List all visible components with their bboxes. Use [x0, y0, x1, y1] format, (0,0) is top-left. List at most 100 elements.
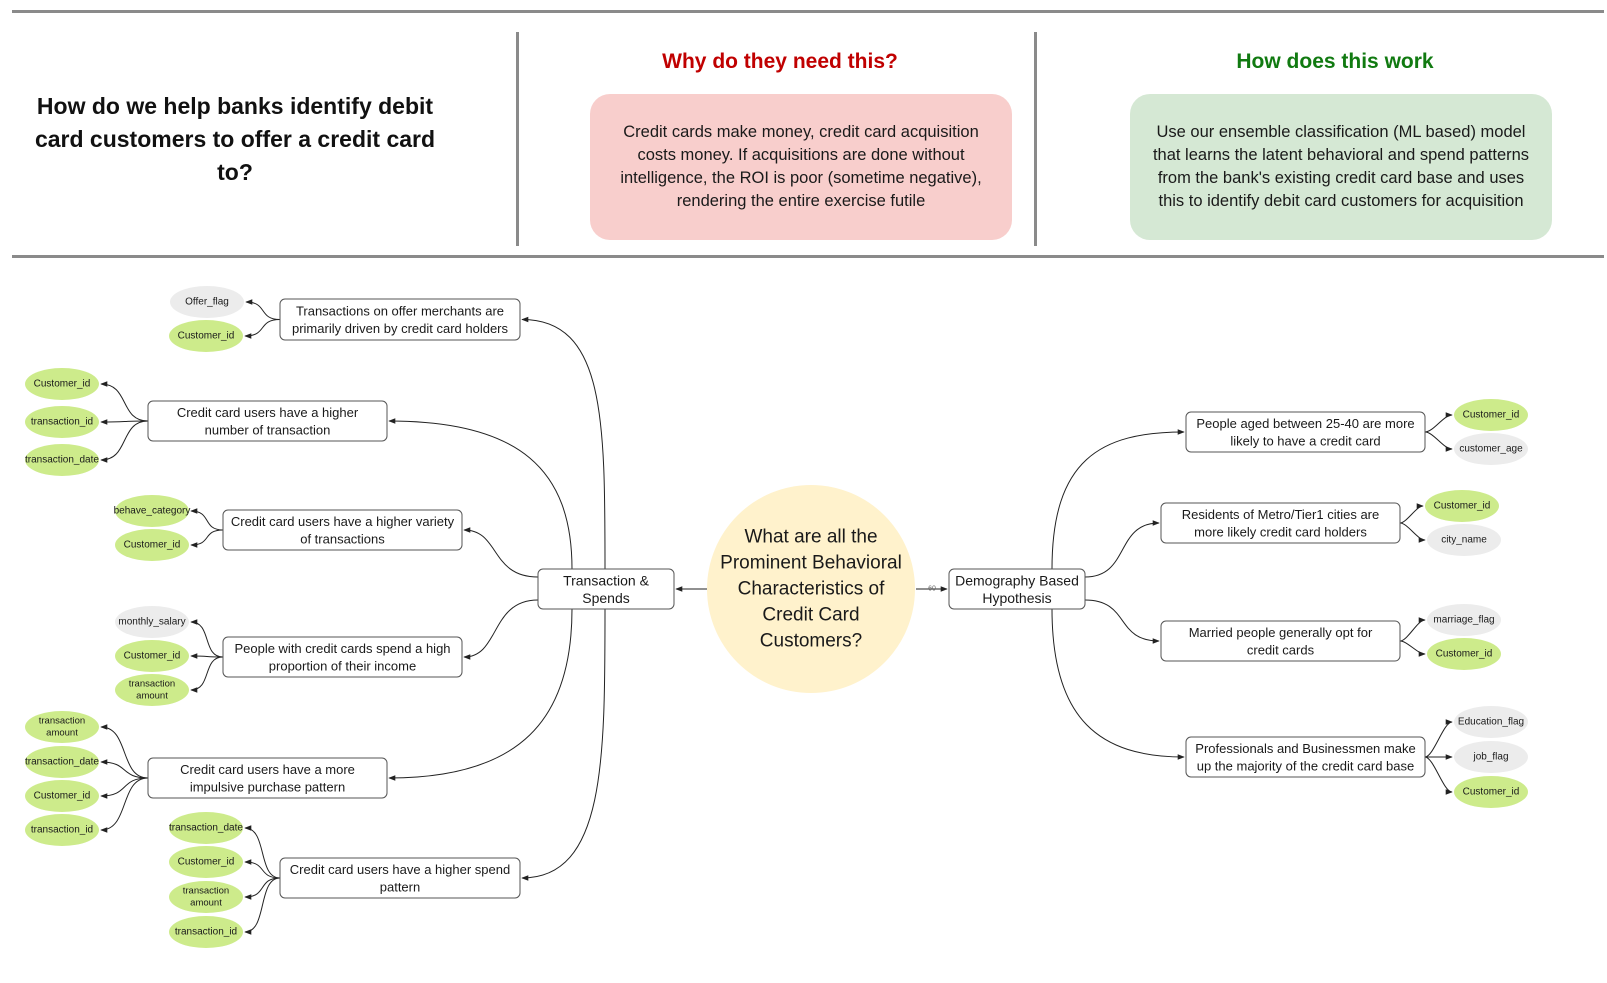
left-branch-5-chip-1-label: amount [46, 728, 78, 739]
left-branch-4-chip-3-label: transaction [129, 679, 175, 690]
left-branch-2-chip-3-label: transaction_date [25, 455, 99, 466]
right-branch-1-chip-2[interactable]: customer_age [1454, 433, 1528, 465]
left-branch-4-edge [463, 599, 539, 660]
how-text: Use our ensemble classification (ML base… [1152, 123, 1530, 210]
left-branch-2[interactable]: Credit card users have a higher number of… [147, 400, 388, 442]
left-branch-5-chip-2-label: transaction_date [25, 757, 99, 768]
right-branch-1-chip-2-shape [1454, 433, 1528, 465]
right-branch-4-chip-1-shape [1454, 706, 1528, 738]
left-branch-5-chip-1-label: transaction [39, 716, 85, 727]
how-title: How does this work [1236, 50, 1434, 73]
right-branch-4-chip-1-label: Education_flag [1458, 717, 1524, 728]
left-branch-5-chip-3-shape [25, 780, 99, 812]
left-branch-3-chip-2[interactable]: Customer_id [115, 529, 189, 561]
left-branch-3-chip-2-label: Customer_id [124, 540, 181, 551]
connector-label: 60 [928, 586, 936, 593]
right-branch-3-chip-edge-1 [1399, 617, 1426, 642]
left-branch-1-chip-2[interactable]: Customer_id [169, 320, 243, 352]
left-branch-1-chip-edge-1 [245, 299, 281, 320]
right-branch-1[interactable]: People aged between 25-40 are more likely… [1185, 411, 1426, 453]
right-branch-3-chip-2[interactable]: Customer_id [1427, 638, 1501, 670]
right-branch-1-chip-edge-2 [1424, 431, 1453, 452]
left-branch-6-chip-1-shape [169, 812, 243, 844]
left-branch-4-label: People with credit cards spend a high [234, 641, 450, 656]
right-branch-1-chip-1[interactable]: Customer_id [1454, 399, 1528, 431]
right-branch-4-chip-1[interactable]: Education_flag [1454, 706, 1528, 738]
left-branch-2-chip-2[interactable]: transaction_id [25, 406, 99, 438]
left-branch-2-box [147, 400, 388, 442]
left-branch-6-box [279, 857, 521, 899]
right-branch-3-box [1160, 620, 1401, 662]
how-panel: Use our ensemble classification (ML base… [1130, 94, 1552, 240]
right-branch-3-chip-1[interactable]: marriage_flag [1427, 604, 1501, 636]
left-branch-5-chip-2[interactable]: transaction_date [25, 746, 99, 778]
left-branch-4-chip-2-shape [115, 640, 189, 672]
why-title: Why do they need this? [662, 50, 898, 73]
right-branch-4-chip-3[interactable]: Customer_id [1454, 776, 1528, 808]
left-branch-1-chip-1[interactable]: Offer_flag [170, 286, 244, 318]
right-branch-4-label: Professionals and Businessmen make [1195, 741, 1415, 756]
left-branch-6-chip-3-shape [169, 881, 243, 913]
right-branch-2[interactable]: Residents of Metro/Tier1 cities aremore … [1160, 502, 1401, 544]
left-branch-1-chip-2-label: Customer_id [178, 331, 235, 342]
left-branch-2-chip-2-label: transaction_id [31, 417, 93, 428]
header-bottom-divider [12, 255, 1604, 258]
left-branch-5-label: impulsive purchase pattern [190, 779, 345, 794]
right-branch-2-box [1160, 502, 1401, 544]
left-branch-2-label: Credit card users have a higher [177, 405, 359, 420]
right-branch-2-chip-edge-1 [1399, 503, 1424, 524]
left-branch-1-chip-edge-2 [244, 319, 281, 339]
left-branch-2-chip-1-shape [25, 368, 99, 400]
left-branch-1[interactable]: Transactions on offer merchants areprima… [279, 298, 521, 341]
right-branch-3-label: Married people generally opt for [1189, 625, 1373, 640]
right-branch-1-box [1185, 411, 1426, 453]
left-branch-6-chip-4[interactable]: transaction_id [169, 916, 243, 948]
left-branch-2-chip-2-shape [25, 406, 99, 438]
right-branch-1-chip-1-label: Customer_id [1463, 410, 1520, 421]
left-branch-4-chip-1[interactable]: monthly_salary [115, 606, 189, 638]
right-branch-4-chip-edge-3 [1424, 756, 1453, 795]
right-branch-2-chip-1[interactable]: Customer_id [1425, 490, 1499, 522]
right-branch-1-label: People aged between 25-40 are more [1196, 416, 1414, 431]
left-branch-5-chip-4[interactable]: transaction_id [25, 814, 99, 846]
right-branch-4-chip-3-label: Customer_id [1463, 787, 1520, 798]
right-branch-4-chip-3-shape [1454, 776, 1528, 808]
central-topic-label: Customers? [760, 631, 862, 652]
left-branch-6-edge [521, 608, 606, 881]
left-branch-3-chip-edge-2 [190, 529, 224, 548]
left-branch-4-label: proportion of their income [269, 658, 416, 673]
right-branch-3-label: credit cards [1247, 642, 1315, 657]
hub-transaction-spends-label: Spends [582, 590, 629, 606]
left-branch-6[interactable]: Credit card users have a higher spendpat… [279, 857, 521, 899]
right-branch-4-chip-2[interactable]: job_flag [1454, 741, 1528, 773]
left-branch-5-chip-3[interactable]: Customer_id [25, 780, 99, 812]
left-branch-4-chip-1-shape [115, 606, 189, 638]
hub-transaction-spends[interactable]: Transaction &Spends [537, 568, 675, 610]
left-branch-3-chip-1[interactable]: behave_category [114, 495, 191, 527]
left-branch-4-chip-2[interactable]: Customer_id [115, 640, 189, 672]
left-branch-2-label: number of transaction [205, 422, 331, 437]
left-branch-3[interactable]: Credit card users have a higher varietyo… [222, 509, 463, 551]
right-branch-2-chip-1-label: Customer_id [1434, 501, 1491, 512]
right-branch-2-chip-2[interactable]: city_name [1427, 524, 1501, 556]
central-topic-circle [707, 485, 915, 693]
right-branch-3[interactable]: Married people generally opt for credit c… [1160, 620, 1401, 662]
left-branch-6-chip-2[interactable]: Customer_id [169, 846, 243, 878]
left-branch-4-chip-edge-3 [190, 656, 224, 693]
left-branch-6-chip-1[interactable]: transaction_date [169, 812, 243, 844]
right-branch-2-chip-2-label: city_name [1441, 535, 1487, 546]
left-branch-4[interactable]: People with credit cards spend a high pro… [222, 636, 463, 678]
right-branch-1-label: likely to have a credit card [1230, 433, 1380, 448]
left-branch-2-chip-1[interactable]: Customer_id [25, 368, 99, 400]
central-topic-label: What are all the [744, 527, 877, 548]
right-branch-3-chip-1-shape [1427, 604, 1501, 636]
left-branch-2-chip-3[interactable]: transaction_date [25, 444, 99, 476]
page-question: How do we help banks identify debit card… [34, 93, 436, 185]
